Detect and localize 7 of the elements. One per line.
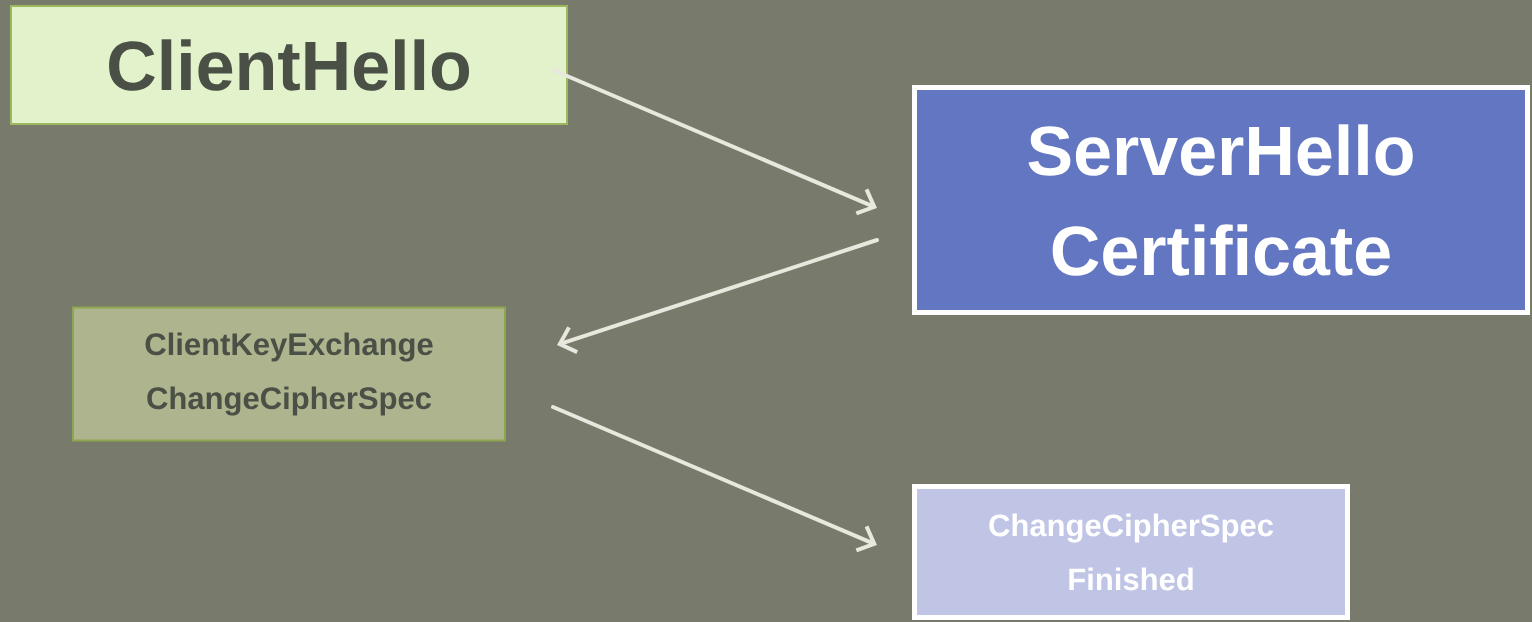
message-box: ClientKeyExchange ChangeCipherSpec xyxy=(72,306,506,442)
arrow xyxy=(551,405,877,553)
message-box: ClientHello xyxy=(10,5,568,125)
message-box: ChangeCipherSpec Finished xyxy=(912,484,1350,620)
arrow xyxy=(551,68,877,216)
message-box: ServerHello Certificate xyxy=(912,85,1530,315)
arrow xyxy=(557,238,879,354)
